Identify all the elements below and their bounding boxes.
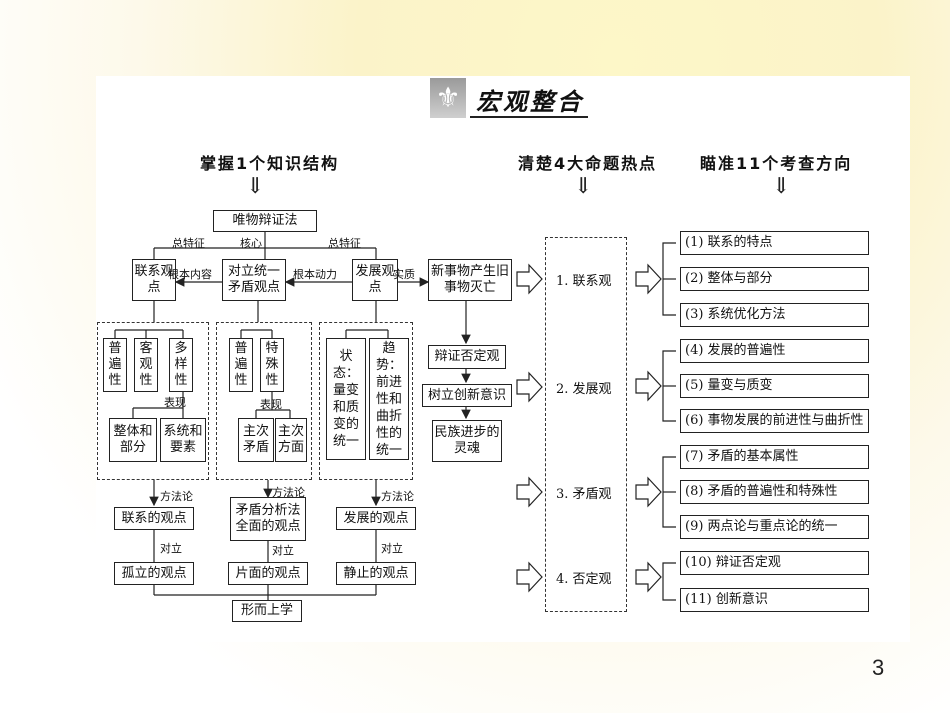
direction-item: (11) 创新意识 <box>680 588 869 612</box>
fazhan-box: 发展观点 <box>352 259 398 301</box>
label-shizhi: 实质 <box>393 268 415 281</box>
lianxi-trait-duoyang: 多样性 <box>169 338 193 392</box>
down-arrow-icon: ⇓ <box>574 174 593 199</box>
direction-item: (8) 矛盾的普遍性和特殊性 <box>680 480 869 504</box>
hotspot-maodun: 3. 矛盾观 <box>556 487 612 502</box>
label-duili-left: 对立 <box>160 542 182 555</box>
bianzheng-box: 辩证否定观 <box>428 345 506 369</box>
header-hotspots: 清楚4大命题热点 <box>518 154 658 173</box>
lianxi-trait-keguan: 客观性 <box>134 338 158 392</box>
direction-item: (10) 辩证否定观 <box>680 551 869 575</box>
title-text: 宏观整合 <box>476 87 584 116</box>
label-biaoxian-mid: 表现 <box>260 398 282 411</box>
method-maodun-box: 矛盾分析法全面的观点 <box>230 497 306 541</box>
fazhan-trend-box: 趋势：前进性和曲折性的统一 <box>369 338 409 460</box>
hotspot-fazhan: 2. 发展观 <box>556 382 612 397</box>
hotspot-lianxi: 1. 联系观 <box>556 274 612 289</box>
maodun-trait-pubian: 普遍性 <box>229 338 253 392</box>
maodun-form-zhuci-maodun: 主次矛盾 <box>238 418 274 462</box>
oppose-maodun-box: 片面的观点 <box>228 562 308 585</box>
oppose-lianxi-box: 孤立的观点 <box>114 562 194 585</box>
label-fangfalun-right: 方法论 <box>381 490 414 503</box>
label-duili-mid: 对立 <box>272 544 294 557</box>
label-hexin: 核心 <box>240 237 262 250</box>
lianxi-trait-pubian: 普遍性 <box>103 338 127 392</box>
maodun-box: 对立统一矛盾观点 <box>222 259 286 301</box>
chuangxin-box: 树立创新意识 <box>422 384 512 407</box>
down-arrow-icon: ⇓ <box>246 174 265 199</box>
label-genben-neirong: 根本内容 <box>168 268 212 281</box>
direction-item: (9) 两点论与重点论的统一 <box>680 515 869 539</box>
xingershang-box: 形而上学 <box>232 600 302 622</box>
lianxi-group <box>97 322 209 480</box>
root-box: 唯物辩证法 <box>213 210 317 232</box>
title-banner: ⚜ 宏观整合 <box>430 78 588 118</box>
lianxi-box: 联系观点 <box>132 259 176 301</box>
header-directions: 瞄准11个考查方向 <box>700 154 853 173</box>
label-zongtezheng-left: 总特征 <box>172 237 205 250</box>
fazhan-state-box: 状态：量变和质变的统一 <box>326 338 366 460</box>
maodun-form-zhuci-fangmian: 主次方面 <box>275 418 307 462</box>
hotspots-group <box>545 237 627 612</box>
linghun-box: 民族进步的灵魂 <box>432 420 502 462</box>
direction-item: (7) 矛盾的基本属性 <box>680 445 869 469</box>
direction-item: (1) 联系的特点 <box>680 231 869 255</box>
label-biaoxian-left: 表现 <box>164 396 186 409</box>
label-zongtezheng-right: 总特征 <box>328 237 361 250</box>
label-genben-dongli: 根本动力 <box>293 268 337 281</box>
hotspot-fouding: 4. 否定观 <box>556 572 612 587</box>
header-structure: 掌握1个知识结构 <box>200 154 340 173</box>
down-arrow-icon: ⇓ <box>772 174 791 199</box>
method-lianxi-box: 联系的观点 <box>114 507 194 530</box>
xinshiwu-box: 新事物产生旧事物灭亡 <box>428 259 512 301</box>
label-fangfalun-left: 方法论 <box>160 490 193 503</box>
direction-item: (6) 事物发展的前进性与曲折性 <box>680 409 869 433</box>
method-fazhan-box: 发展的观点 <box>336 507 416 530</box>
maodun-trait-teshu: 特殊性 <box>260 338 284 392</box>
page-number: 3 <box>872 655 885 680</box>
lianxi-form-zhengti: 整体和部分 <box>109 418 157 462</box>
lianxi-form-xitong: 系统和要素 <box>160 418 206 462</box>
label-fangfalun-mid: 方法论 <box>272 486 305 499</box>
label-duili-right: 对立 <box>381 542 403 555</box>
maodun-group <box>216 322 312 480</box>
direction-item: (3) 系统优化方法 <box>680 303 869 327</box>
direction-item: (4) 发展的普遍性 <box>680 339 869 363</box>
oppose-fazhan-box: 静止的观点 <box>336 562 416 585</box>
title-underline <box>470 116 588 118</box>
fleur-de-lis-icon: ⚜ <box>430 78 466 118</box>
fazhan-group <box>319 322 413 480</box>
direction-item: (5) 量变与质变 <box>680 374 869 398</box>
direction-item: (2) 整体与部分 <box>680 267 869 291</box>
